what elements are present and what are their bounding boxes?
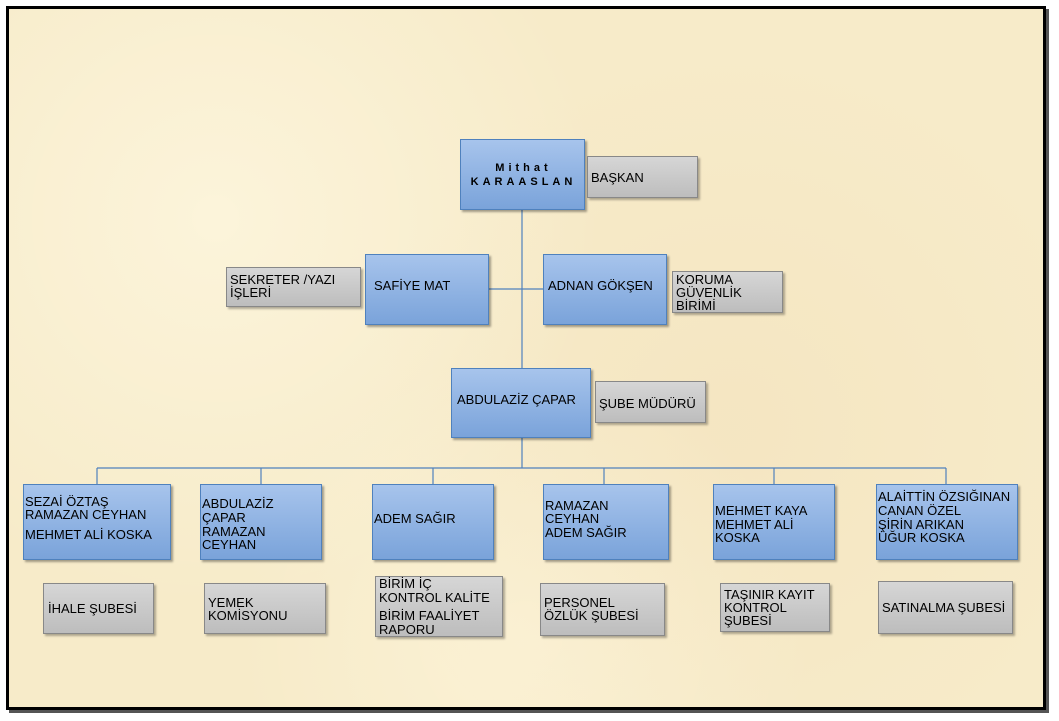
unit-box-6[interactable]: ALAİTTİN ÖZSIĞINAN CANAN ÖZEL ŞİRİN ARIK… [876,484,1018,560]
unit-box-4[interactable]: RAMAZAN CEYHAN ADEM SAĞIR [543,484,669,560]
head-first-name: Mithat [495,162,552,174]
unit-label-1: İHALE ŞUBESİ [43,583,154,634]
unit-box-2[interactable]: ABDULAZİZ ÇAPAR RAMAZAN CEYHAN [200,484,322,560]
unit-label-5: TAŞINIR KAYIT KONTROL ŞUBESİ [720,583,830,632]
unit-box-3[interactable]: ADEM SAĞIR [372,484,494,560]
security-role-label: KORUMA GÜVENLİK BİRİMİ [672,271,783,313]
head-last-name: KARAASLAN [470,176,577,188]
unit-label-6: SATINALMA ŞUBESİ [878,581,1013,634]
head-box[interactable]: Mithat KARAASLAN [460,139,585,210]
unit-box-1[interactable]: SEZAİ ÖZTAŞ RAMAZAN CEYHAN MEHMET ALİ KO… [23,484,171,560]
chart-background [6,6,1046,710]
unit-box-5[interactable]: MEHMET KAYA MEHMET ALİ KOSKA [713,484,835,560]
head-role-label: BAŞKAN [587,156,698,198]
secretary-role-label: SEKRETER /YAZI İŞLERİ [226,267,361,307]
manager-box[interactable]: ABDULAZİZ ÇAPAR [451,368,591,438]
manager-role-label: ŞUBE MÜDÜRÜ [595,381,706,423]
unit-label-2: YEMEK KOMİSYONU [204,583,326,634]
unit-label-3: BİRİM İÇ KONTROL KALİTE BİRİM FAALİYET R… [375,576,503,637]
unit-label-4: PERSONEL ÖZLÜK ŞUBESİ [540,583,665,636]
secretary-box[interactable]: SAFİYE MAT [365,254,489,325]
security-box[interactable]: ADNAN GÖKŞEN [543,254,667,325]
